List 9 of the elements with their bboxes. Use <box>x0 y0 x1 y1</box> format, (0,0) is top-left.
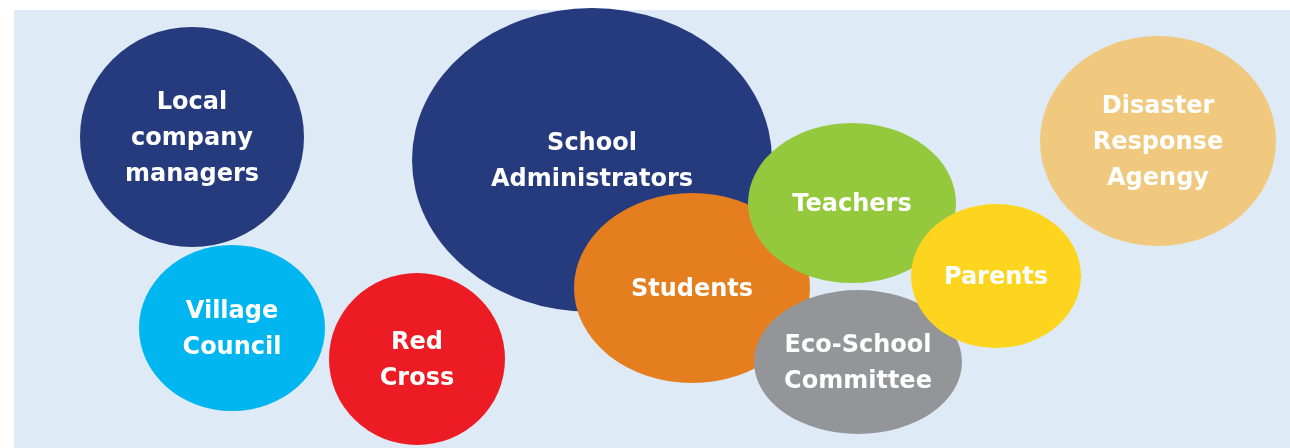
stakeholder-label: Red Cross <box>378 326 456 393</box>
stakeholder-label: Teachers <box>792 188 912 219</box>
stakeholder-label: Local company managers <box>123 86 261 189</box>
stakeholder-label: Eco-School Committee <box>783 329 933 396</box>
stakeholder-label: Village Council <box>181 295 283 362</box>
stakeholder-label: Disaster Response Agengy <box>1091 90 1225 193</box>
stakeholder-label: Students <box>630 273 754 304</box>
stakeholder-label: School Administrators <box>489 127 695 194</box>
stakeholder-label: Parents <box>943 261 1049 292</box>
